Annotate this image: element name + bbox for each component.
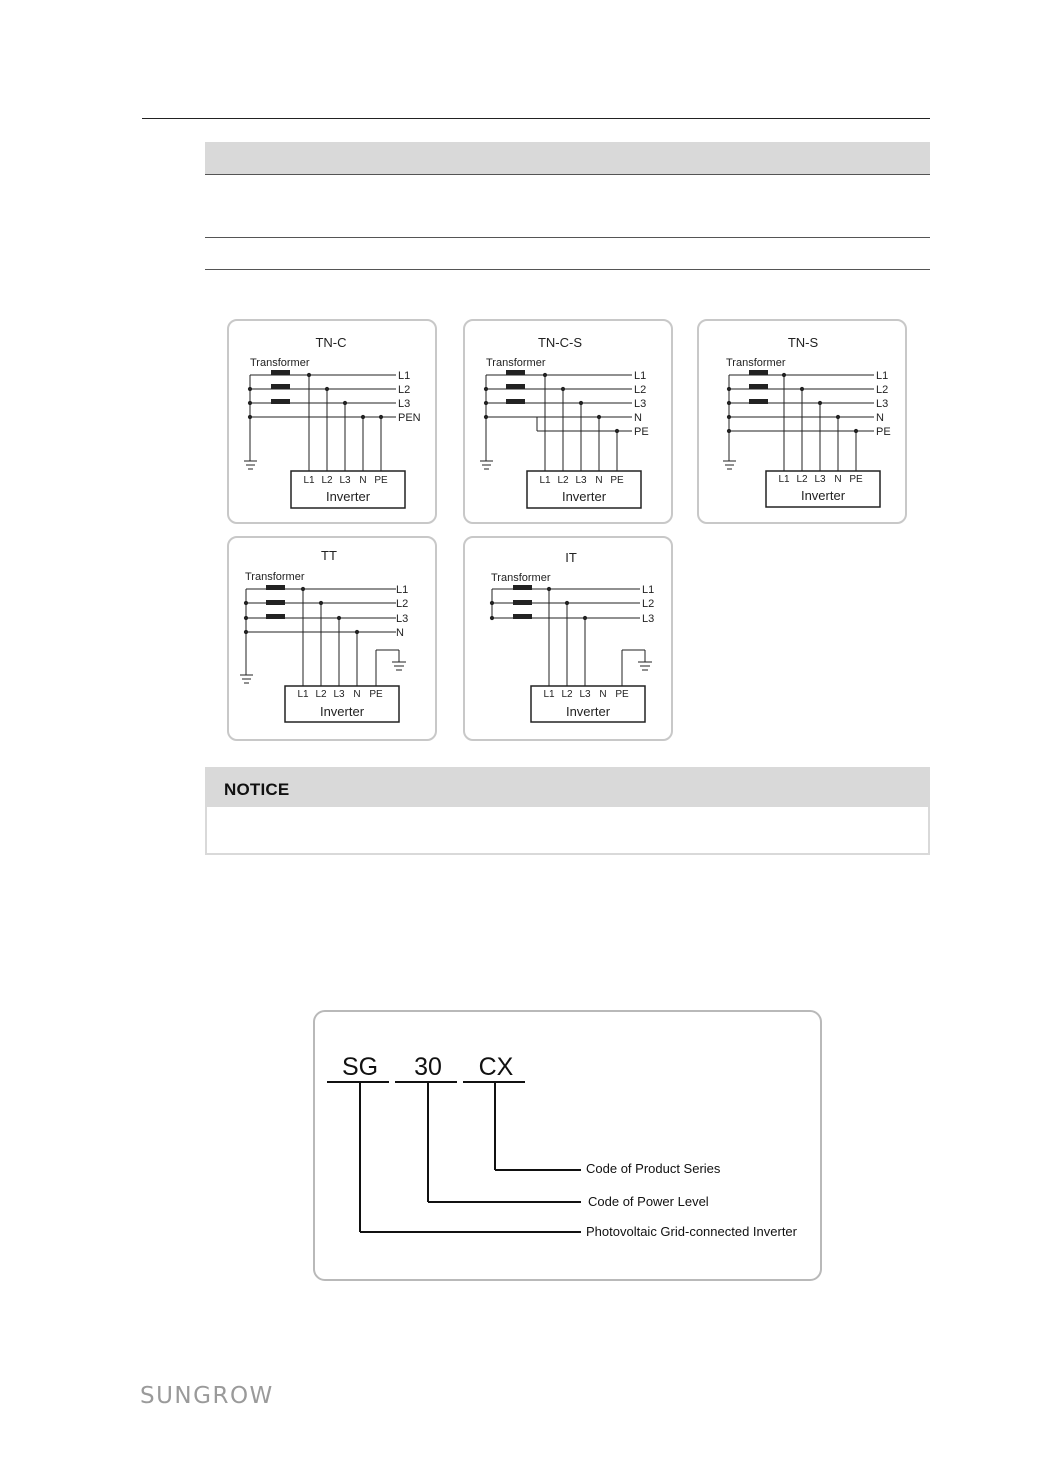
line-label: L2 <box>876 384 888 396</box>
table-row <box>205 175 930 238</box>
terminal-label: N <box>353 689 360 700</box>
transformer-label: Transformer <box>486 357 546 369</box>
terminal-label: L2 <box>321 475 333 486</box>
terminal-label: N <box>359 475 366 486</box>
line-label: L3 <box>396 613 408 625</box>
notice-header: NOTICE <box>207 769 928 807</box>
inverter-label: Inverter <box>320 704 365 719</box>
desc-power-level: Code of Power Level <box>588 1194 709 1209</box>
terminal-label: L3 <box>575 475 587 486</box>
inverter-label: Inverter <box>566 704 611 719</box>
line-label: L2 <box>396 598 408 610</box>
model-part-series: SG <box>342 1053 378 1081</box>
terminal-label: N <box>595 475 602 486</box>
notice-title: NOTICE <box>224 780 290 799</box>
terminal-label: L2 <box>557 475 569 486</box>
terminal-label: PE <box>849 474 863 485</box>
line-label: L1 <box>642 584 654 596</box>
line-label: L1 <box>876 370 888 382</box>
diagram-title: TN-C-S <box>538 335 582 350</box>
model-designation-diagram: SG 30 CX Code of Product Series Code of … <box>313 1010 822 1281</box>
desc-product-series: Code of Product Series <box>586 1161 721 1176</box>
diagram-tn-s: TN-S Transformer L1 L2 L3 N PE L1 L2 L3 … <box>697 319 907 524</box>
line-label: PEN <box>398 412 421 424</box>
diagram-title: IT <box>565 550 577 565</box>
table-header-row <box>205 142 930 175</box>
diagram-title: TT <box>321 548 337 563</box>
diagram-tn-c-s: TN-C-S Transformer L1 L2 L3 N PE L1 L2 L… <box>463 319 673 524</box>
terminal-label: L2 <box>796 474 808 485</box>
diagram-title: TN-C <box>315 335 346 350</box>
terminal-label: PE <box>615 689 629 700</box>
line-label: L3 <box>634 398 646 410</box>
line-label: N <box>396 627 404 639</box>
terminal-label: PE <box>374 475 388 486</box>
line-label: PE <box>876 426 891 438</box>
line-label: L3 <box>876 398 888 410</box>
line-label: N <box>876 412 884 424</box>
line-label: L1 <box>396 584 408 596</box>
terminal-label: L2 <box>315 689 327 700</box>
desc-inverter-type: Photovoltaic Grid-connected Inverter <box>586 1224 798 1239</box>
transformer-label: Transformer <box>250 357 310 369</box>
inverter-label: Inverter <box>562 489 607 504</box>
terminal-label: L1 <box>543 689 555 700</box>
transformer-label: Transformer <box>491 572 551 584</box>
info-table <box>205 142 930 270</box>
line-label: L1 <box>398 370 410 382</box>
table-row <box>205 238 930 270</box>
model-part-power: 30 <box>414 1053 442 1081</box>
line-label: L3 <box>398 398 410 410</box>
terminal-label: L3 <box>814 474 826 485</box>
sungrow-logo: SUNGROW <box>140 1383 274 1409</box>
line-label: L2 <box>634 384 646 396</box>
terminal-label: L1 <box>303 475 315 486</box>
notice-box: NOTICE <box>205 767 930 855</box>
diagram-it: IT Transformer L1 L2 L3 L1 L2 L3 N PE In… <box>463 536 673 741</box>
terminal-label: L3 <box>339 475 351 486</box>
diagram-tt: TT Transformer L1 L2 L3 N L1 L2 L3 N PE … <box>227 536 437 741</box>
terminal-label: L1 <box>539 475 551 486</box>
terminal-label: PE <box>369 689 383 700</box>
terminal-label: N <box>834 474 841 485</box>
line-label: PE <box>634 426 649 438</box>
inverter-label: Inverter <box>801 488 846 503</box>
transformer-label: Transformer <box>245 571 305 583</box>
terminal-label: L2 <box>561 689 573 700</box>
line-label: N <box>634 412 642 424</box>
line-label: L3 <box>642 613 654 625</box>
transformer-label: Transformer <box>726 357 786 369</box>
terminal-label: L3 <box>333 689 345 700</box>
diagram-tn-c: TN-C Transformer L1 L2 L3 PEN L1 L2 L3 N… <box>227 319 437 524</box>
model-part-code: CX <box>479 1053 514 1081</box>
line-label: L1 <box>634 370 646 382</box>
line-label: L2 <box>642 598 654 610</box>
diagram-title: TN-S <box>788 335 819 350</box>
terminal-label: PE <box>610 475 624 486</box>
line-label: L2 <box>398 384 410 396</box>
terminal-label: L1 <box>297 689 309 700</box>
terminal-label: N <box>599 689 606 700</box>
inverter-label: Inverter <box>326 489 371 504</box>
header-rule <box>142 118 930 119</box>
terminal-label: L3 <box>579 689 591 700</box>
terminal-label: L1 <box>778 474 790 485</box>
